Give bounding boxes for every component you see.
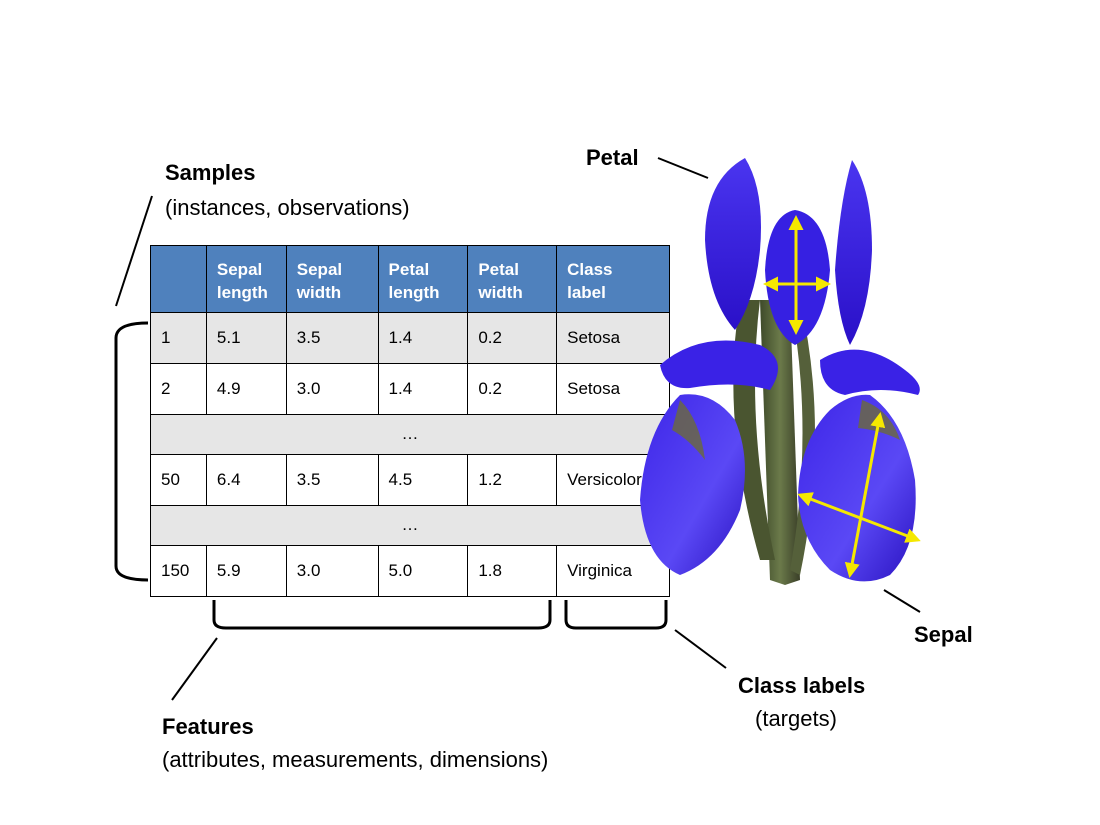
sepal-width-arrow — [797, 492, 921, 543]
table-cell: Setosa — [556, 362, 670, 415]
table-cell: Virginica — [556, 545, 670, 597]
table-cell: 4.5 — [377, 453, 469, 506]
table-cell: 3.5 — [285, 311, 379, 364]
table-cell: 5.0 — [377, 545, 469, 597]
table-cell: 3.0 — [285, 545, 379, 597]
sepal-leader-line — [883, 589, 921, 613]
table-row: 2 4.9 3.0 1.4 0.2 Setosa — [150, 362, 670, 415]
table-cell: Setosa — [556, 311, 670, 364]
table-cell: 5.9 — [205, 545, 287, 597]
header-cell-petal-width: Petal width — [467, 245, 558, 313]
table-cell: 50 — [150, 453, 207, 506]
petal-leader-line — [657, 157, 709, 179]
header-cell-index — [150, 245, 207, 313]
table-cell: 6.4 — [205, 453, 287, 506]
table-cell: 3.0 — [285, 362, 379, 415]
table-cell: 150 — [150, 545, 207, 597]
table-cell: 1.4 — [377, 311, 469, 364]
samples-leader-line — [115, 195, 153, 307]
class-labels-bracket — [564, 600, 668, 630]
ellipsis-cell: … — [150, 504, 670, 547]
samples-subtitle: (instances, observations) — [165, 195, 410, 220]
header-cell-sepal-length: Sepal length — [205, 245, 287, 313]
features-subtitle: (attributes, measurements, dimensions) — [162, 747, 549, 772]
samples-bracket — [114, 321, 149, 582]
header-cell-class-label: Class label — [556, 245, 670, 313]
table-header-row: Sepal length Sepal width Petal length Pe… — [150, 245, 670, 313]
table-ellipsis-row: … — [150, 504, 670, 547]
features-leader-line — [171, 637, 218, 701]
table-cell: 5.1 — [205, 311, 287, 364]
iris-flower-illustration — [640, 158, 921, 585]
samples-title: Samples — [165, 160, 256, 185]
table-ellipsis-row: … — [150, 413, 670, 455]
features-bracket — [212, 600, 552, 630]
table-cell: 1.2 — [467, 453, 558, 506]
sepal-label: Sepal — [914, 622, 973, 647]
table-cell: 4.9 — [205, 362, 287, 415]
table-cell: 1.8 — [467, 545, 558, 597]
petal-label: Petal — [586, 145, 639, 170]
table-row: 150 5.9 3.0 5.0 1.8 Virginica — [150, 545, 670, 597]
class-labels-title: Class labels — [738, 673, 866, 698]
header-cell-sepal-width: Sepal width — [285, 245, 379, 313]
class-labels-subtitle: (targets) — [755, 706, 837, 731]
table-cell: 1 — [150, 311, 207, 364]
class-labels-leader-line — [674, 629, 727, 669]
features-title: Features — [162, 714, 254, 739]
header-cell-petal-length: Petal length — [377, 245, 469, 313]
ellipsis-cell: … — [150, 413, 670, 455]
table-cell: 1.4 — [377, 362, 469, 415]
